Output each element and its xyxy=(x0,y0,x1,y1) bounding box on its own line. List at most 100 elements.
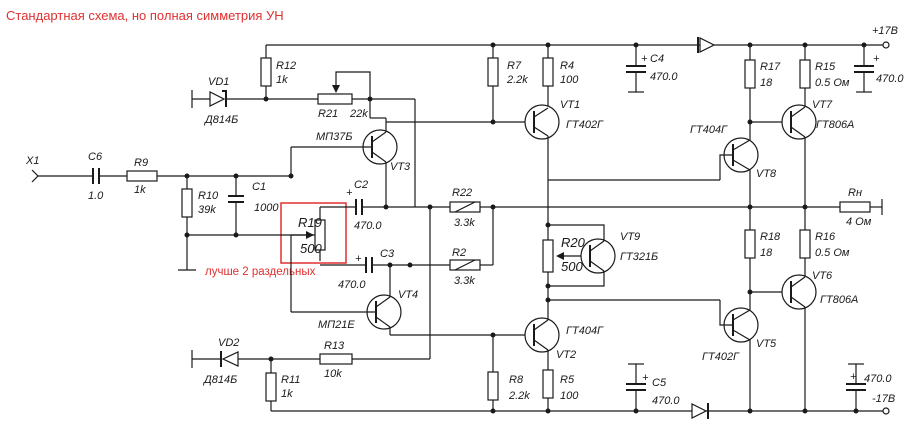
vt5-type: ГТ402Г xyxy=(702,351,740,363)
plus-terminal[interactable] xyxy=(882,41,890,49)
vt1-ref: VT1 xyxy=(560,99,580,111)
r16-value: 0.5 Ом xyxy=(815,247,850,259)
capacitor-minus-rail: + 470.0 xyxy=(846,363,892,411)
minus-rail-label: -17В xyxy=(872,393,895,405)
transistor-vt5: ГТ402Г VT5 xyxy=(702,292,777,411)
vt3-ref: VT3 xyxy=(390,161,411,173)
c1-value: 1000 xyxy=(254,202,279,214)
c5-ref: C5 xyxy=(652,377,667,389)
transistor-vt9: VT9 ГТ321Б xyxy=(548,224,658,287)
vt5-ref: VT5 xyxy=(756,338,777,350)
capacitor-c1: C1 1000 xyxy=(228,176,279,235)
vt4-type: МП21Е xyxy=(318,319,355,331)
c4-value: 470.0 xyxy=(650,71,678,83)
r12-value: 1k xyxy=(276,74,288,86)
vt9-type: ГТ321Б xyxy=(620,251,658,263)
r20-ref: R20 xyxy=(561,235,586,250)
annotation-note: лучше 2 раздельных xyxy=(205,266,316,278)
resistor-r4: R4 100 xyxy=(542,45,579,108)
r11-ref: R11 xyxy=(281,374,300,386)
r17-value: 18 xyxy=(760,77,773,89)
r21-ref: R21 xyxy=(318,108,338,120)
capacitor-c4: + C4 470.0 xyxy=(626,45,678,93)
resistor-r12: R12 1k xyxy=(260,45,296,99)
r19-highlight-box xyxy=(280,202,347,264)
minus-terminal[interactable] xyxy=(882,407,890,415)
c1-ref: C1 xyxy=(252,181,266,193)
minus-rail: -17В xyxy=(493,393,895,415)
resistor-r17: R17 18 xyxy=(744,45,781,122)
c2-ref: C2 xyxy=(354,179,368,191)
r2-value: 3.3k xyxy=(454,275,475,287)
r5-ref: R5 xyxy=(560,374,575,386)
potentiometer-r19: R19 500 xyxy=(291,207,326,261)
potentiometer-r21: R21 22k xyxy=(317,71,371,120)
resistor-r22: R22 3.3k xyxy=(449,187,481,229)
rn-ref: Rн xyxy=(848,187,862,199)
c3-plus: + xyxy=(355,253,362,265)
vt6-type: ГТ806А xyxy=(820,294,858,306)
cp-value: 470.0 xyxy=(876,73,904,85)
c6-value: 1.0 xyxy=(88,190,104,202)
c6-ref: C6 xyxy=(88,151,103,163)
r16-ref: R16 xyxy=(815,231,836,243)
vt1-type: ГТ402Г xyxy=(566,119,604,131)
vt4-ref: VT4 xyxy=(398,289,418,301)
r18-value: 18 xyxy=(760,247,773,259)
r13-value: 10k xyxy=(324,368,342,380)
cm-plus: + xyxy=(850,371,857,383)
r13-ref: R13 xyxy=(324,340,345,352)
r10-ref: R10 xyxy=(198,190,219,202)
cp-plus: + xyxy=(873,53,880,65)
rn-value: 4 Ом xyxy=(846,216,872,228)
resistor-r13: R13 10k xyxy=(319,340,430,380)
plus-rail: +17В xyxy=(493,25,898,49)
vt2-type: ГТ404Г xyxy=(566,325,604,337)
vt2-ref: VT2 xyxy=(556,349,576,361)
rail-diode-top xyxy=(697,37,716,53)
r19-ref: R19 xyxy=(298,215,322,230)
r21-value: 22k xyxy=(349,108,368,120)
vt3-type: МП37Б xyxy=(316,131,353,143)
c3-ref: C3 xyxy=(380,248,395,260)
vt7-type: ГТ806А xyxy=(816,119,854,131)
c5-value: 470.0 xyxy=(652,395,680,407)
vd1-ref: VD1 xyxy=(208,76,229,88)
r22-value: 3.3k xyxy=(454,217,475,229)
r12-ref: R12 xyxy=(276,60,296,72)
rail-diode-bottom xyxy=(691,403,709,419)
capacitor-c2: + C2 470.0 xyxy=(320,179,386,232)
r4-ref: R4 xyxy=(560,60,574,72)
vd2-ref: VD2 xyxy=(218,337,239,349)
vd1-value: Д814Б xyxy=(203,114,238,126)
resistor-r5: R5 100 xyxy=(542,369,579,411)
r22-ref: R22 xyxy=(452,187,472,199)
capacitor-plus-rail: + 470.0 xyxy=(854,45,904,93)
c4-plus: + xyxy=(641,53,648,65)
resistor-r10: R10 39k xyxy=(178,176,219,271)
zener-vd2: VD2 Д814Б xyxy=(191,337,320,386)
r2-ref: R2 xyxy=(452,247,466,259)
r7-value: 2.2k xyxy=(506,74,528,86)
transistor-vt1: VT1 ГТ402Г xyxy=(524,99,604,180)
r11-value: 1k xyxy=(281,388,293,400)
resistor-r16: R16 0.5 Ом xyxy=(799,207,850,278)
cm-value: 470.0 xyxy=(864,373,892,385)
vt8-ref: VT8 xyxy=(756,168,777,180)
r18-ref: R18 xyxy=(760,231,781,243)
c5-plus: + xyxy=(642,372,649,384)
r15-value: 0.5 Ом xyxy=(815,77,850,89)
c2-value: 470.0 xyxy=(354,220,382,232)
resistor-r7: R7 2.2k xyxy=(487,45,528,122)
c2-plus: + xyxy=(346,187,353,199)
capacitor-c5: + C5 470.0 xyxy=(626,363,680,411)
zener-vd1: VD1 Д814Б xyxy=(191,76,266,126)
r19-value: 500 xyxy=(300,241,322,256)
vt7-ref: VT7 xyxy=(812,99,833,111)
vt9-ref: VT9 xyxy=(620,231,640,243)
resistor-r18: R18 18 xyxy=(744,207,781,292)
page-title: Стандартная схема, но полная симметрия У… xyxy=(6,8,284,23)
transistor-vt8: ГТ404Г VT8 xyxy=(690,122,777,207)
vt6-ref: VT6 xyxy=(812,270,833,282)
